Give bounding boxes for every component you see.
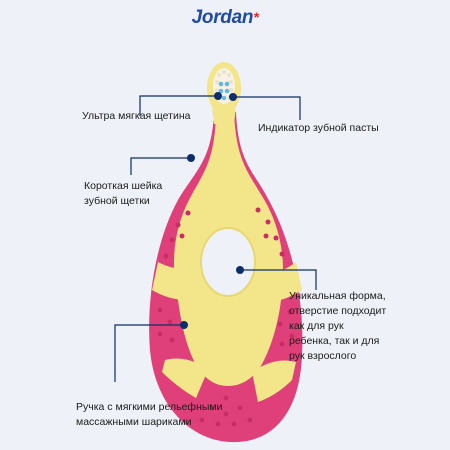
callout-dot-shape bbox=[236, 266, 244, 274]
label-short-neck-line-2: зубной щетки bbox=[84, 195, 150, 207]
callout-line-shape bbox=[240, 269, 317, 290]
callout-line-bristles bbox=[139, 95, 218, 116]
label-soft-bristles: Ультра мягкая щетина bbox=[82, 110, 191, 122]
massage-dots bbox=[157, 207, 295, 427]
yellow-band-bottom-left bbox=[162, 358, 208, 398]
callout-line-neck bbox=[130, 157, 191, 175]
label-handle-line-1: Ручка с мягкими рельефными bbox=[76, 401, 223, 413]
label-shape-line-2: отверстие подходит bbox=[289, 305, 387, 317]
yellow-band-right bbox=[264, 262, 302, 302]
brand-star-icon: * bbox=[253, 9, 259, 25]
callout-dots bbox=[180, 92, 244, 329]
callout-dot-bristles bbox=[214, 92, 222, 100]
label-shape-line-5: рук взрослого bbox=[289, 350, 357, 362]
callout-dot-indicator bbox=[229, 93, 237, 101]
label-handle-line-2: массажными шариками bbox=[76, 416, 192, 428]
finger-hole bbox=[200, 227, 256, 297]
callout-dot-handle bbox=[180, 321, 188, 329]
callout-dot-neck bbox=[187, 154, 195, 162]
brand-logo: Jordan* bbox=[0, 7, 450, 29]
label-paste-indicator: Индикатор зубной пасты bbox=[258, 122, 379, 134]
brand-name: Jordan bbox=[191, 7, 254, 28]
label-short-neck-line-1: Короткая шейка bbox=[84, 180, 163, 192]
callout-line-handle bbox=[114, 324, 184, 382]
callout-line-indicator bbox=[233, 96, 301, 120]
yellow-band-left bbox=[152, 262, 190, 300]
label-shape-line-4: ребенка, так и для bbox=[289, 335, 380, 347]
yellow-band-bottom-right bbox=[252, 360, 296, 402]
callout-lines bbox=[114, 95, 317, 382]
label-shape-line-3: как для рук bbox=[289, 320, 344, 332]
label-shape-line-1: Уникальная форма, bbox=[289, 290, 386, 302]
